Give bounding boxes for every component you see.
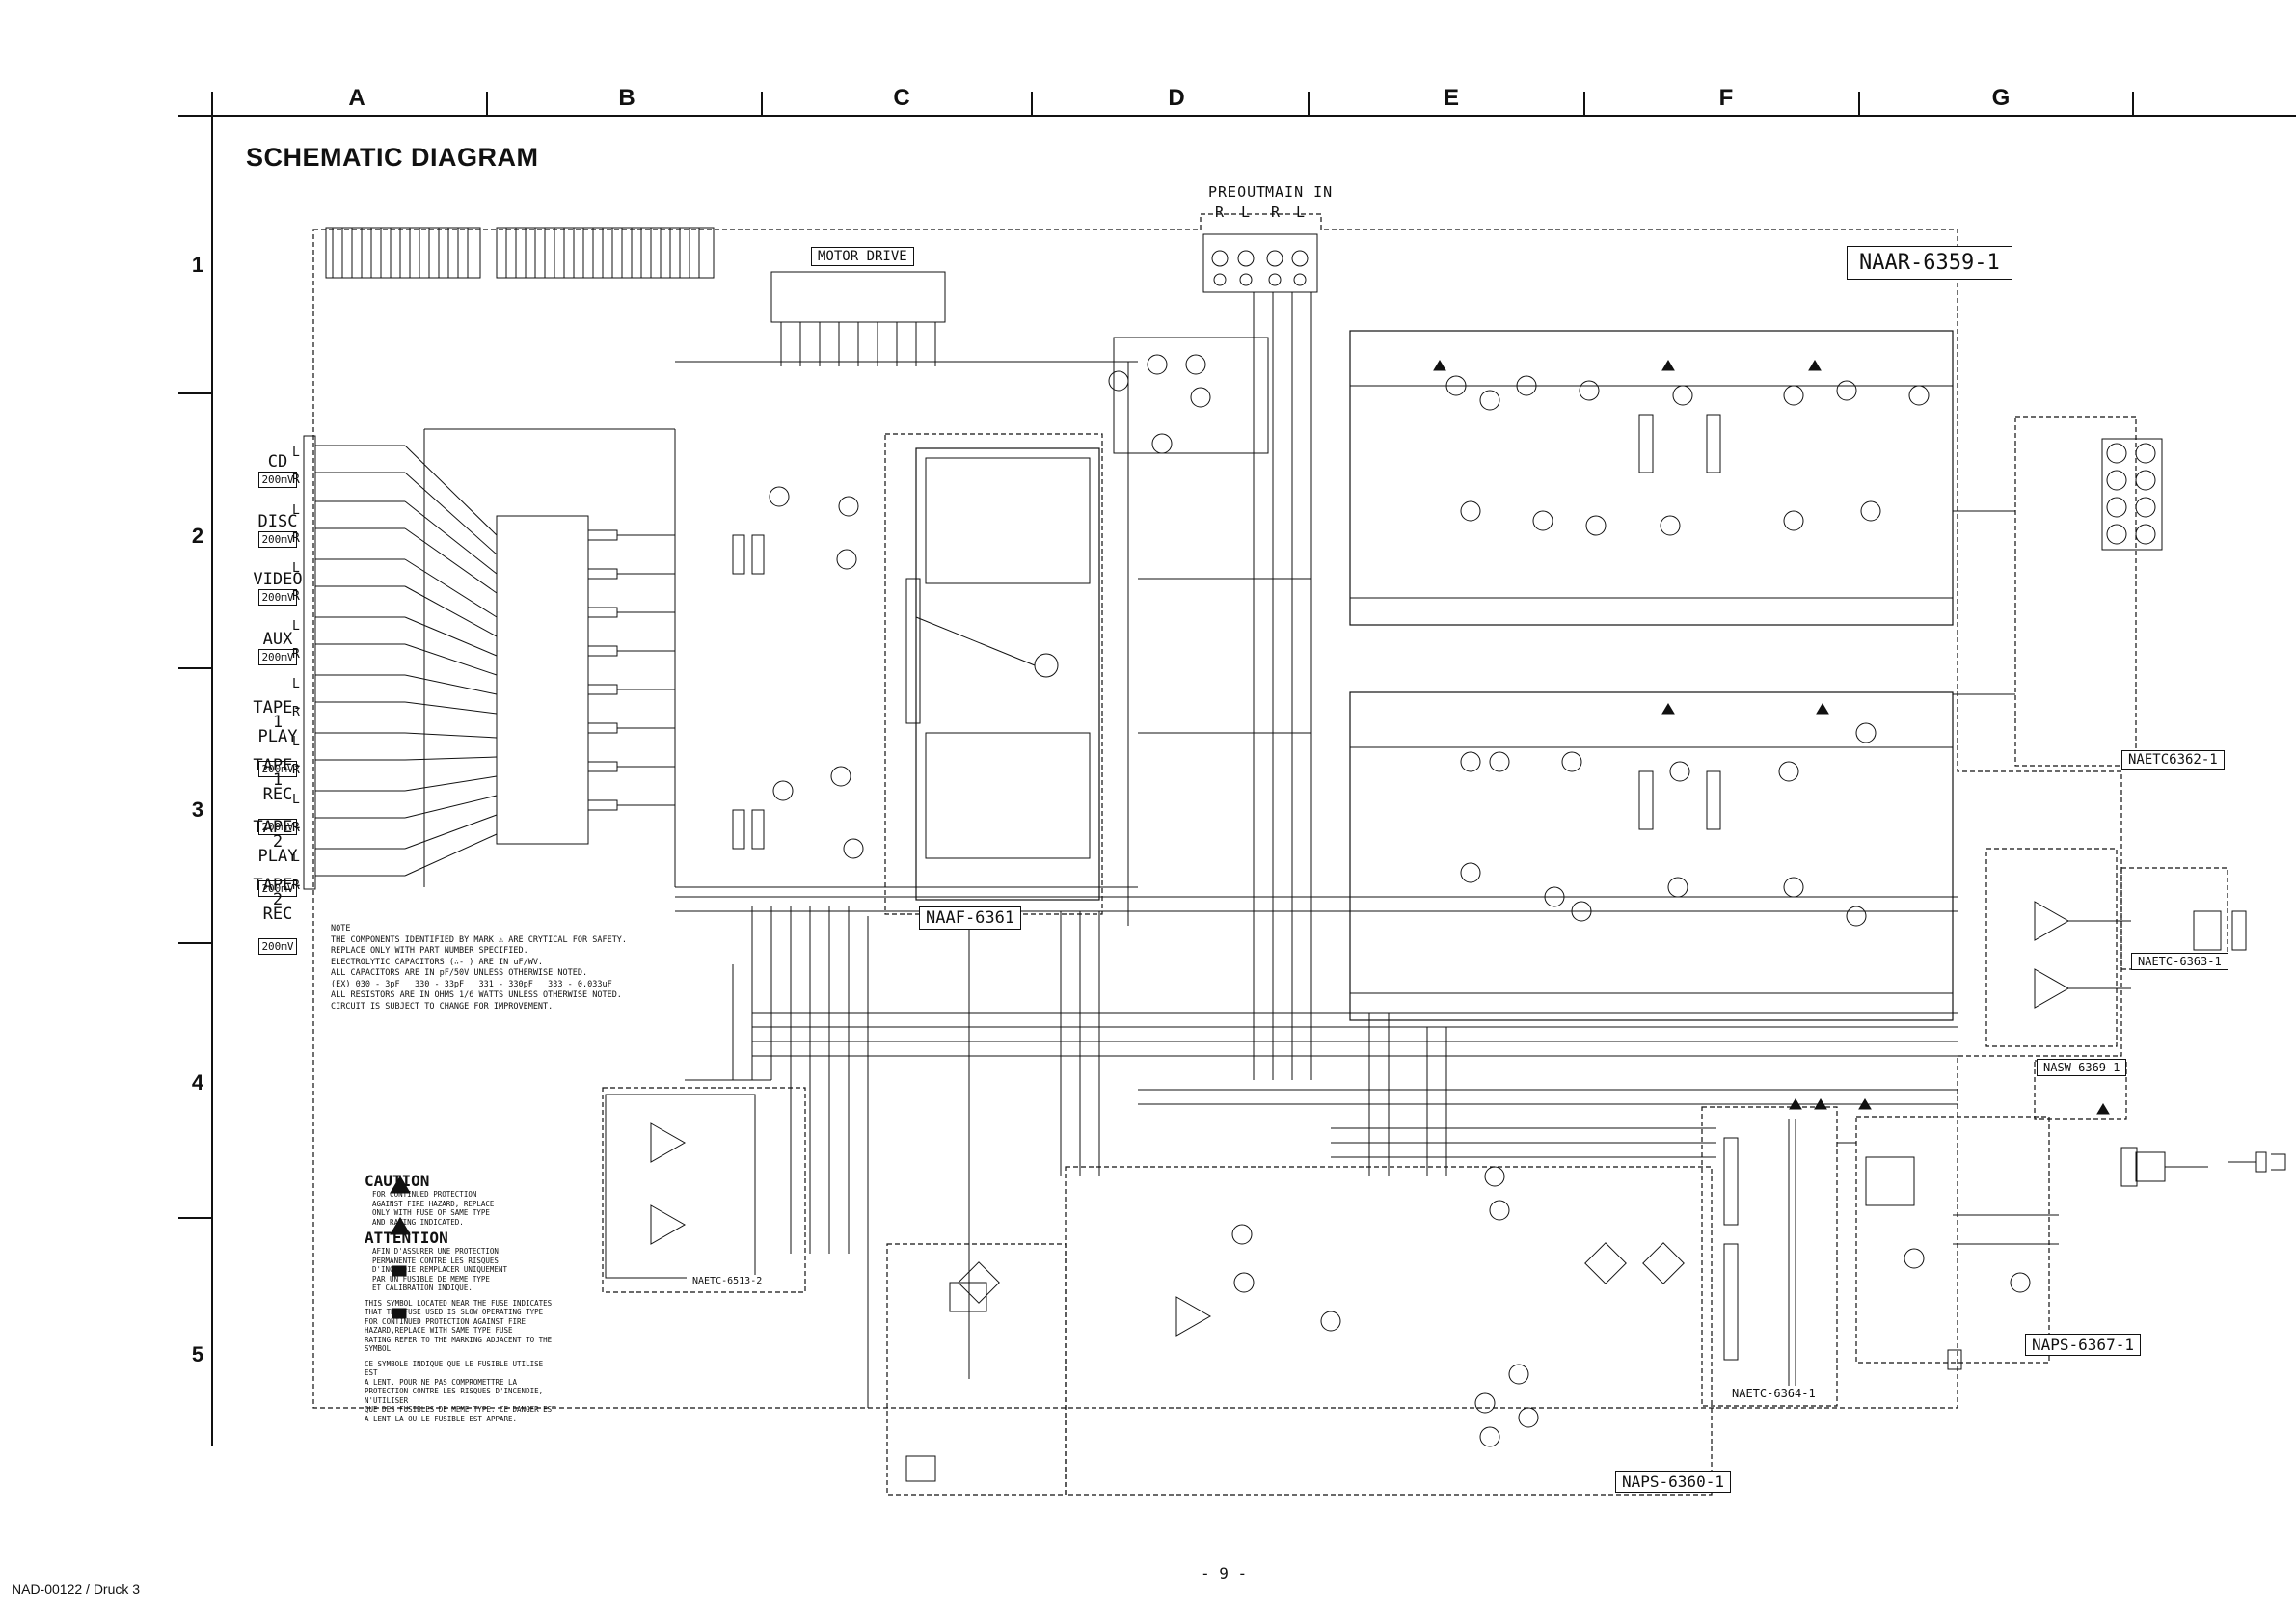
board-label-main: NAAR-6359-1 [1847,246,2012,280]
mainin-label: MAIN IN [1265,183,1334,201]
col-label-g: G [1991,85,2011,111]
page-number: - 9 - [1201,1564,1248,1582]
input-label-tape1-play: TAPE-1 PLAY 200mV [249,687,307,777]
mainin-r-label: R [1271,203,1281,221]
channel-l-marker: L [292,446,300,460]
mainin-l-label: L [1296,203,1306,221]
input-label-cd: CD 200mV [249,452,307,488]
col-label-e: E [1443,85,1459,111]
input-level: 200mV [258,938,297,955]
input-name: VIDEO [253,570,303,589]
input-label-tape1-rec: TAPE-1 REC 200mV [249,744,307,835]
caution-text: FOR CONTINUED PROTECTION AGAINST FIRE HA… [372,1190,495,1227]
board-label-power-b: NAPS-6367-1 [2025,1334,2141,1356]
channel-r-marker: R [292,821,300,835]
channel-r-marker: R [292,531,300,546]
input-name: DISC [257,512,298,531]
board-label-sw: NASW-6369-1 [2037,1059,2127,1076]
attention-text: AFIN D'ASSURER UNE PROTECTION PERMANENTE… [372,1247,507,1292]
col-label-d: D [1168,85,1185,111]
input-level: 200mV [258,761,297,777]
input-name: TAPE-1 REC [253,756,303,804]
caution-block: CAUTION FOR CONTINUED PROTECTION AGAINST… [365,1172,557,1423]
input-label-tape2-rec: TAPE-2 REC 200mV [249,864,307,955]
channel-l-marker: L [292,677,300,691]
input-name: CD [267,452,288,472]
channel-l-marker: L [292,793,300,807]
page-title: SCHEMATIC DIAGRAM [246,143,539,172]
input-label-tape2-play: TAPE-2 PLAY 200mV [249,806,307,897]
board-label-op: NAETC-6513-2 [687,1275,769,1287]
channel-r-marker: R [292,647,300,662]
input-level: 200mV [258,589,297,606]
caution-heading: CAUTION [365,1172,430,1190]
input-name: TAPE-2 PLAY [253,818,303,866]
preout-l-label: L [1241,203,1251,221]
row-label-3: 3 [191,797,204,822]
col-label-f: F [1718,85,1734,111]
power-amp-circuit [1350,375,2163,994]
input-name: AUX [262,630,293,649]
document-reference: NAD-00122 / Druck 3 [12,1581,141,1597]
input-label-disc: DISC 200mV [249,512,307,548]
input-name: TAPE-2 REC [253,876,303,924]
input-level: 200mV [258,880,297,897]
row-label-2: 2 [191,524,204,548]
schematic-note: NOTE THE COMPONENTS IDENTIFIED BY MARK ⚠… [331,924,628,1012]
channel-r-marker: R [292,589,300,604]
wiring-bus [675,896,1958,1254]
motor-volume-circuit [675,292,1312,1080]
channel-l-marker: L [292,503,300,518]
attention-heading: ATTENTION [365,1229,448,1247]
power-supply-circuit [605,916,2208,1482]
headphone-circuit [2034,901,2222,1009]
input-label-aux: AUX 200mV [249,630,307,665]
warning-symbols [390,360,2110,1319]
row-label-1: 1 [191,253,204,277]
input-label-video: VIDEO 200mV [249,570,307,606]
col-label-a: A [348,85,365,111]
channel-r-marker: R [292,473,300,487]
fuse-symbol-note: THIS SYMBOL LOCATED NEAR THE FUSE INDICA… [365,1298,553,1354]
input-level: 200mV [258,819,297,835]
channel-l-marker: L [292,851,300,865]
motor-drive-label: MOTOR DRIVE [811,247,914,266]
row-label-5: 5 [191,1342,204,1366]
input-jacks [303,428,676,890]
input-level: 200mV [258,649,297,665]
channel-r-marker: R [292,763,300,777]
grid-header [178,92,2296,1446]
preout-label: PREOUT [1208,183,1267,201]
col-label-c: C [893,85,910,111]
board-label-power-a: NAETC-6364-1 [1726,1386,1822,1401]
top-connectors [325,227,1318,366]
input-name: TAPE-1 PLAY [253,698,303,746]
col-label-b: B [618,85,635,111]
preout-r-label: R [1215,203,1225,221]
input-level: 200mV [258,531,297,548]
channel-l-marker: L [292,561,300,576]
row-label-4: 4 [191,1070,204,1095]
board-label-power-c: NAPS-6360-1 [1615,1471,1731,1493]
board-label-motor: NAAF-6361 [919,906,1022,930]
board-outlines [312,213,2228,1496]
input-level: 200mV [258,472,297,488]
channel-r-marker: R [292,705,300,719]
board-label-headphone: NAETC-6363-1 [2131,953,2228,970]
channel-l-marker: L [292,619,300,634]
board-label-tone: NAETC6362-1 [2121,750,2225,770]
misc-symbols [2228,910,2286,1173]
channel-r-marker: R [292,879,300,893]
fuse-symbol-note-fr: CE SYMBOLE INDIQUE QUE LE FUSIBLE UTILIS… [365,1359,556,1423]
channel-l-marker: L [292,735,300,749]
